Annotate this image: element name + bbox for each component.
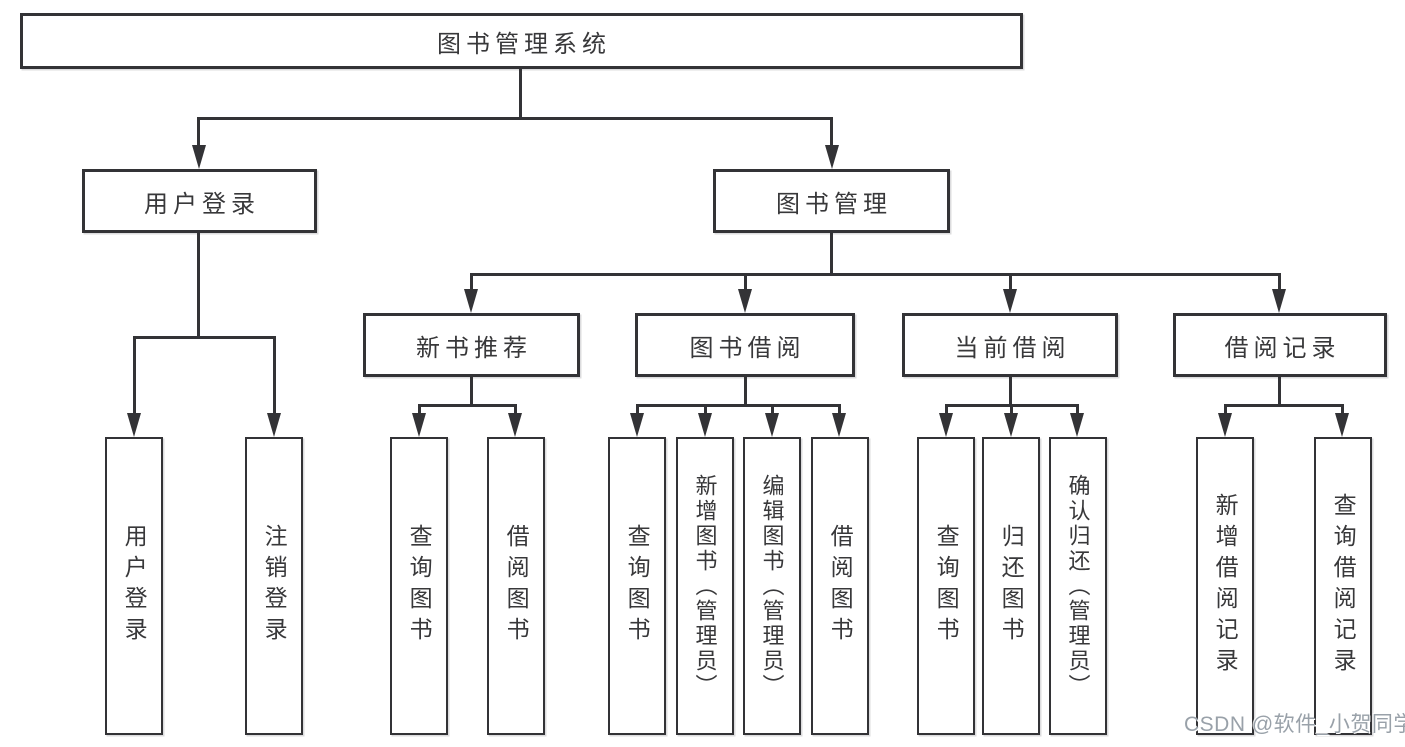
- leaf-logout: 注销登录: [245, 437, 303, 735]
- leaf-label: 用户登录: [121, 524, 148, 648]
- leaf-label: 确认归还（管理员）: [1065, 473, 1091, 699]
- connector-arrowhead: [1070, 413, 1084, 437]
- connector-drop-leaf: [418, 404, 421, 414]
- leaf-label: 查询借阅记录: [1330, 493, 1357, 679]
- connector-records-stem: [1278, 377, 1281, 404]
- connector-drop-l3: [744, 273, 747, 289]
- connector-drop-leaf: [1224, 404, 1227, 414]
- connector-drop-leaf: [133, 336, 136, 414]
- connector-user-login-branch: [133, 336, 276, 339]
- leaf-label: 新增图书（管理员）: [692, 473, 718, 699]
- leaf-user-login: 用户登录: [105, 437, 163, 735]
- leaf-query-books-under-current: 查询图书: [917, 437, 975, 735]
- node-book-borrowing: 图书借阅: [635, 313, 855, 377]
- connector-drop-leaf: [1341, 404, 1344, 414]
- leaf-label: 借阅图书: [827, 524, 854, 648]
- connector-drop-l3: [1278, 273, 1281, 289]
- connector-arrowhead: [738, 289, 752, 313]
- connector-drop-leaf: [704, 404, 707, 414]
- connector-arrowhead: [825, 145, 839, 169]
- leaf-label: 借阅图书: [503, 524, 530, 648]
- leaf-label: 注销登录: [261, 524, 288, 648]
- connector-arrowhead: [832, 413, 846, 437]
- connector-drop-leaf: [1076, 404, 1079, 414]
- leaf-label: 新增借阅记录: [1212, 493, 1239, 679]
- leaf-label: 查询图书: [933, 524, 960, 648]
- connector-drop-book-mgmt: [830, 117, 833, 147]
- connector-arrowhead: [939, 413, 953, 437]
- node-book-management: 图书管理: [713, 169, 950, 233]
- connector-arrowhead: [1004, 413, 1018, 437]
- leaf-borrow-books-under-recommendation: 借阅图书: [487, 437, 545, 735]
- leaf-edit-book-admin: 编辑图书（管理员）: [743, 437, 801, 735]
- connector-book-mgmt-branch: [470, 273, 1281, 276]
- connector-arrowhead: [630, 413, 644, 437]
- leaf-label: 查询图书: [624, 524, 651, 648]
- connector-arrowhead: [464, 289, 478, 313]
- connector-arrowhead: [765, 413, 779, 437]
- connector-drop-leaf: [636, 404, 639, 414]
- connector-cur-borrow-stem: [1009, 377, 1012, 404]
- connector-arrowhead: [267, 413, 281, 437]
- leaf-label: 编辑图书（管理员）: [759, 473, 785, 699]
- connector-arrowhead: [1335, 413, 1349, 437]
- csdn-watermark: CSDN @软件_小贺同学: [1184, 713, 1405, 736]
- connector-root-stem: [519, 69, 522, 117]
- connector-arrowhead: [1272, 289, 1286, 313]
- connector-drop-leaf: [514, 404, 517, 414]
- connector-arrowhead: [127, 413, 141, 437]
- connector-arrowhead: [192, 145, 206, 169]
- connector-new-book-stem: [470, 377, 473, 404]
- connector-drop-l3: [1009, 273, 1012, 289]
- leaf-return-book: 归还图书: [982, 437, 1040, 735]
- node-new-book-recommendation: 新书推荐: [363, 313, 580, 377]
- leaf-query-borrow-record: 查询借阅记录: [1314, 437, 1372, 735]
- leaf-query-books-under-borrowing: 查询图书: [608, 437, 666, 735]
- connector-arrowhead: [1218, 413, 1232, 437]
- connector-drop-leaf: [273, 336, 276, 414]
- node-current-borrowing: 当前借阅: [902, 313, 1118, 377]
- connector-drop-leaf: [945, 404, 948, 414]
- leaf-borrow-books-under-borrowing: 借阅图书: [811, 437, 869, 735]
- leaf-label: 归还图书: [998, 524, 1025, 648]
- connector-drop-user-login: [197, 117, 200, 147]
- connector-user-login-stem: [197, 233, 200, 336]
- leaf-query-books-under-recommendation: 查询图书: [390, 437, 448, 735]
- connector-book-borrow-stem: [744, 377, 747, 404]
- connector-records-branch: [1224, 404, 1344, 407]
- connector-arrowhead: [1003, 289, 1017, 313]
- connector-drop-l3: [470, 273, 473, 289]
- leaf-add-book-admin: 新增图书（管理员）: [676, 437, 734, 735]
- node-borrowing-records: 借阅记录: [1173, 313, 1387, 377]
- connector-book-mgmt-stem: [830, 233, 833, 273]
- connector-new-book-branch: [418, 404, 517, 407]
- leaf-add-borrow-record: 新增借阅记录: [1196, 437, 1254, 735]
- leaf-label: 查询图书: [406, 524, 433, 648]
- connector-drop-leaf: [771, 404, 774, 414]
- connector-arrowhead: [698, 413, 712, 437]
- connector-root-branch: [198, 117, 833, 120]
- connector-book-borrow-branch: [636, 404, 841, 407]
- node-user-login: 用户登录: [82, 169, 317, 233]
- connector-drop-leaf: [838, 404, 841, 414]
- node-library-management-system: 图书管理系统: [20, 13, 1023, 69]
- leaf-confirm-return-admin: 确认归还（管理员）: [1049, 437, 1107, 735]
- connector-arrowhead: [412, 413, 426, 437]
- connector-drop-leaf: [1010, 404, 1013, 414]
- connector-arrowhead: [508, 413, 522, 437]
